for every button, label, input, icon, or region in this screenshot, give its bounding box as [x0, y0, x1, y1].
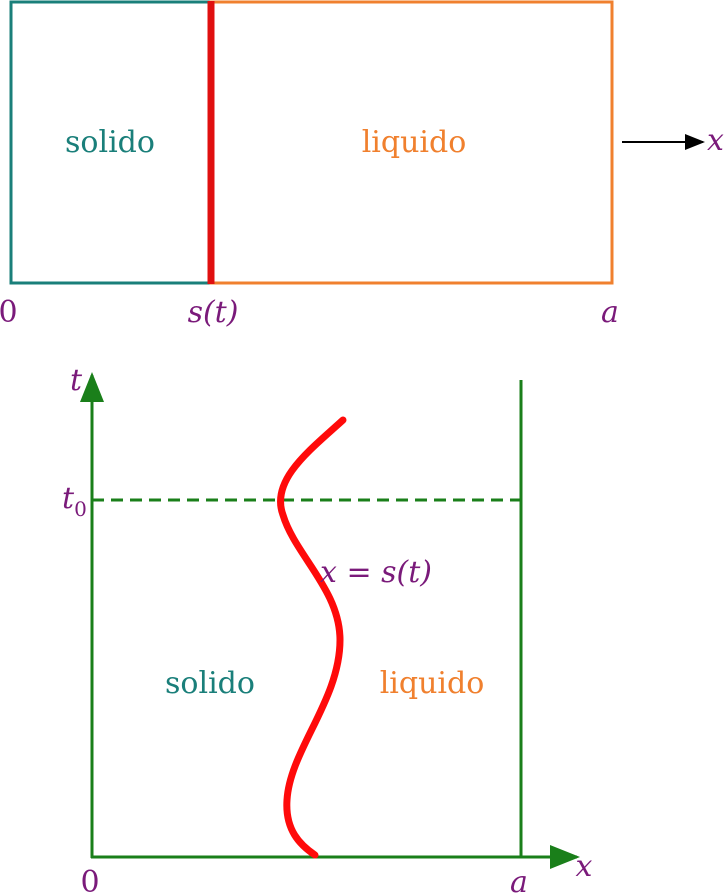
x-axis-label-bottom: x	[576, 849, 593, 884]
top-diagram: x solido liquido 0 s(t) a	[0, 0, 724, 330]
interface-curve	[277, 416, 347, 859]
origin-label: 0	[0, 295, 18, 330]
origin-label-bottom: 0	[80, 865, 99, 895]
t-axis-label: t	[70, 363, 83, 398]
interface-label: s(t)	[188, 295, 239, 330]
liquid-label-bottom: liquido	[380, 666, 485, 701]
bottom-diagram: t x t0 x = s(t) solido liquido 0 a	[62, 363, 593, 895]
end-label: a	[601, 295, 619, 330]
solid-label: solido	[65, 125, 155, 160]
solid-label-bottom: solido	[165, 666, 255, 701]
end-label-bottom: a	[510, 865, 528, 895]
x-axis-label: x	[707, 123, 724, 158]
liquid-label: liquido	[362, 125, 467, 160]
t0-label: t0	[62, 481, 87, 521]
curve-label: x = s(t)	[320, 555, 432, 590]
